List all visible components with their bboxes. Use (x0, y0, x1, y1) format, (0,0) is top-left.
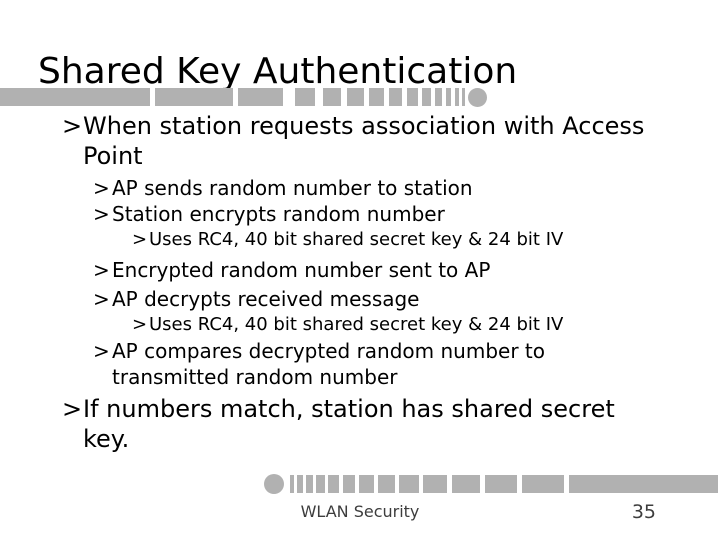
bar-segment (389, 88, 402, 106)
footer-title: WLAN Security (300, 502, 420, 521)
bullet-item-level-2: >Encrypted random number sent to AP (62, 257, 692, 283)
bullet-item-level-2: >AP sends random number to station (62, 175, 692, 201)
bar-segment (316, 475, 325, 493)
bar-segment (155, 88, 233, 106)
slide-title: Shared Key Authentication (38, 51, 518, 93)
bar-segment (462, 88, 465, 106)
bullet-marker: > (62, 395, 83, 423)
bullet-text: AP decrypts received message (112, 287, 420, 311)
bar-segment (290, 475, 294, 493)
bullet-text: If numbers match, station has shared sec… (83, 395, 615, 453)
bar-segment (452, 475, 480, 493)
bar-segment (423, 475, 447, 493)
bullet-marker: > (93, 176, 110, 200)
bullet-text: Uses RC4, 40 bit shared secret key & 24 … (149, 229, 564, 250)
bar-segment (422, 88, 431, 106)
bar-segment (369, 88, 384, 106)
bar-segment (407, 88, 418, 106)
bar-end-circle (264, 474, 284, 494)
bullet-marker: > (93, 202, 110, 226)
bar-segment (0, 88, 150, 106)
bullet-marker: > (93, 287, 110, 311)
bullet-text: Uses RC4, 40 bit shared secret key & 24 … (149, 314, 564, 335)
bullet-item-level-2: >AP decrypts received message (62, 286, 692, 312)
bullet-text: When station requests association with A… (83, 112, 645, 170)
bar-segment (378, 475, 395, 493)
bullet-marker: > (93, 258, 110, 282)
bullet-marker: > (132, 229, 148, 250)
bullet-marker: > (93, 339, 110, 363)
bullet-list: >When station requests association with … (62, 111, 692, 454)
bullet-text: Encrypted random number sent to AP (112, 258, 491, 282)
page-number: 35 (631, 501, 656, 523)
bar-segment (435, 88, 442, 106)
bar-segment (455, 88, 459, 106)
bar-segment (238, 88, 283, 106)
bullet-item-level-2: >AP compares decrypted random number to … (62, 338, 692, 390)
bar-segment (485, 475, 517, 493)
bar-segment (343, 475, 355, 493)
bullet-text: AP sends random number to station (112, 176, 473, 200)
bullet-item-level-1: >If numbers match, station has shared se… (62, 394, 692, 454)
bar-segment (446, 88, 451, 106)
bar-segment (323, 88, 341, 106)
bar-segment (328, 475, 339, 493)
bullet-text: AP compares decrypted random number to t… (112, 339, 545, 389)
bar-segment (297, 475, 303, 493)
bullet-item-level-2: >Station encrypts random number (62, 201, 692, 227)
bullet-text: Station encrypts random number (112, 202, 445, 226)
bullet-marker: > (132, 314, 148, 335)
bar-segment (522, 475, 564, 493)
bar-segment (306, 475, 313, 493)
bar-segment (359, 475, 374, 493)
bullet-item-level-3: >Uses RC4, 40 bit shared secret key & 24… (62, 312, 692, 338)
bullet-marker: > (62, 112, 83, 140)
bullet-item-level-3: >Uses RC4, 40 bit shared secret key & 24… (62, 227, 692, 253)
bar-segment (399, 475, 419, 493)
bullet-item-level-1: >When station requests association with … (62, 111, 692, 171)
bar-segment (347, 88, 364, 106)
bar-end-circle (468, 87, 487, 107)
bar-segment (295, 88, 315, 106)
bar-segment (569, 475, 718, 493)
